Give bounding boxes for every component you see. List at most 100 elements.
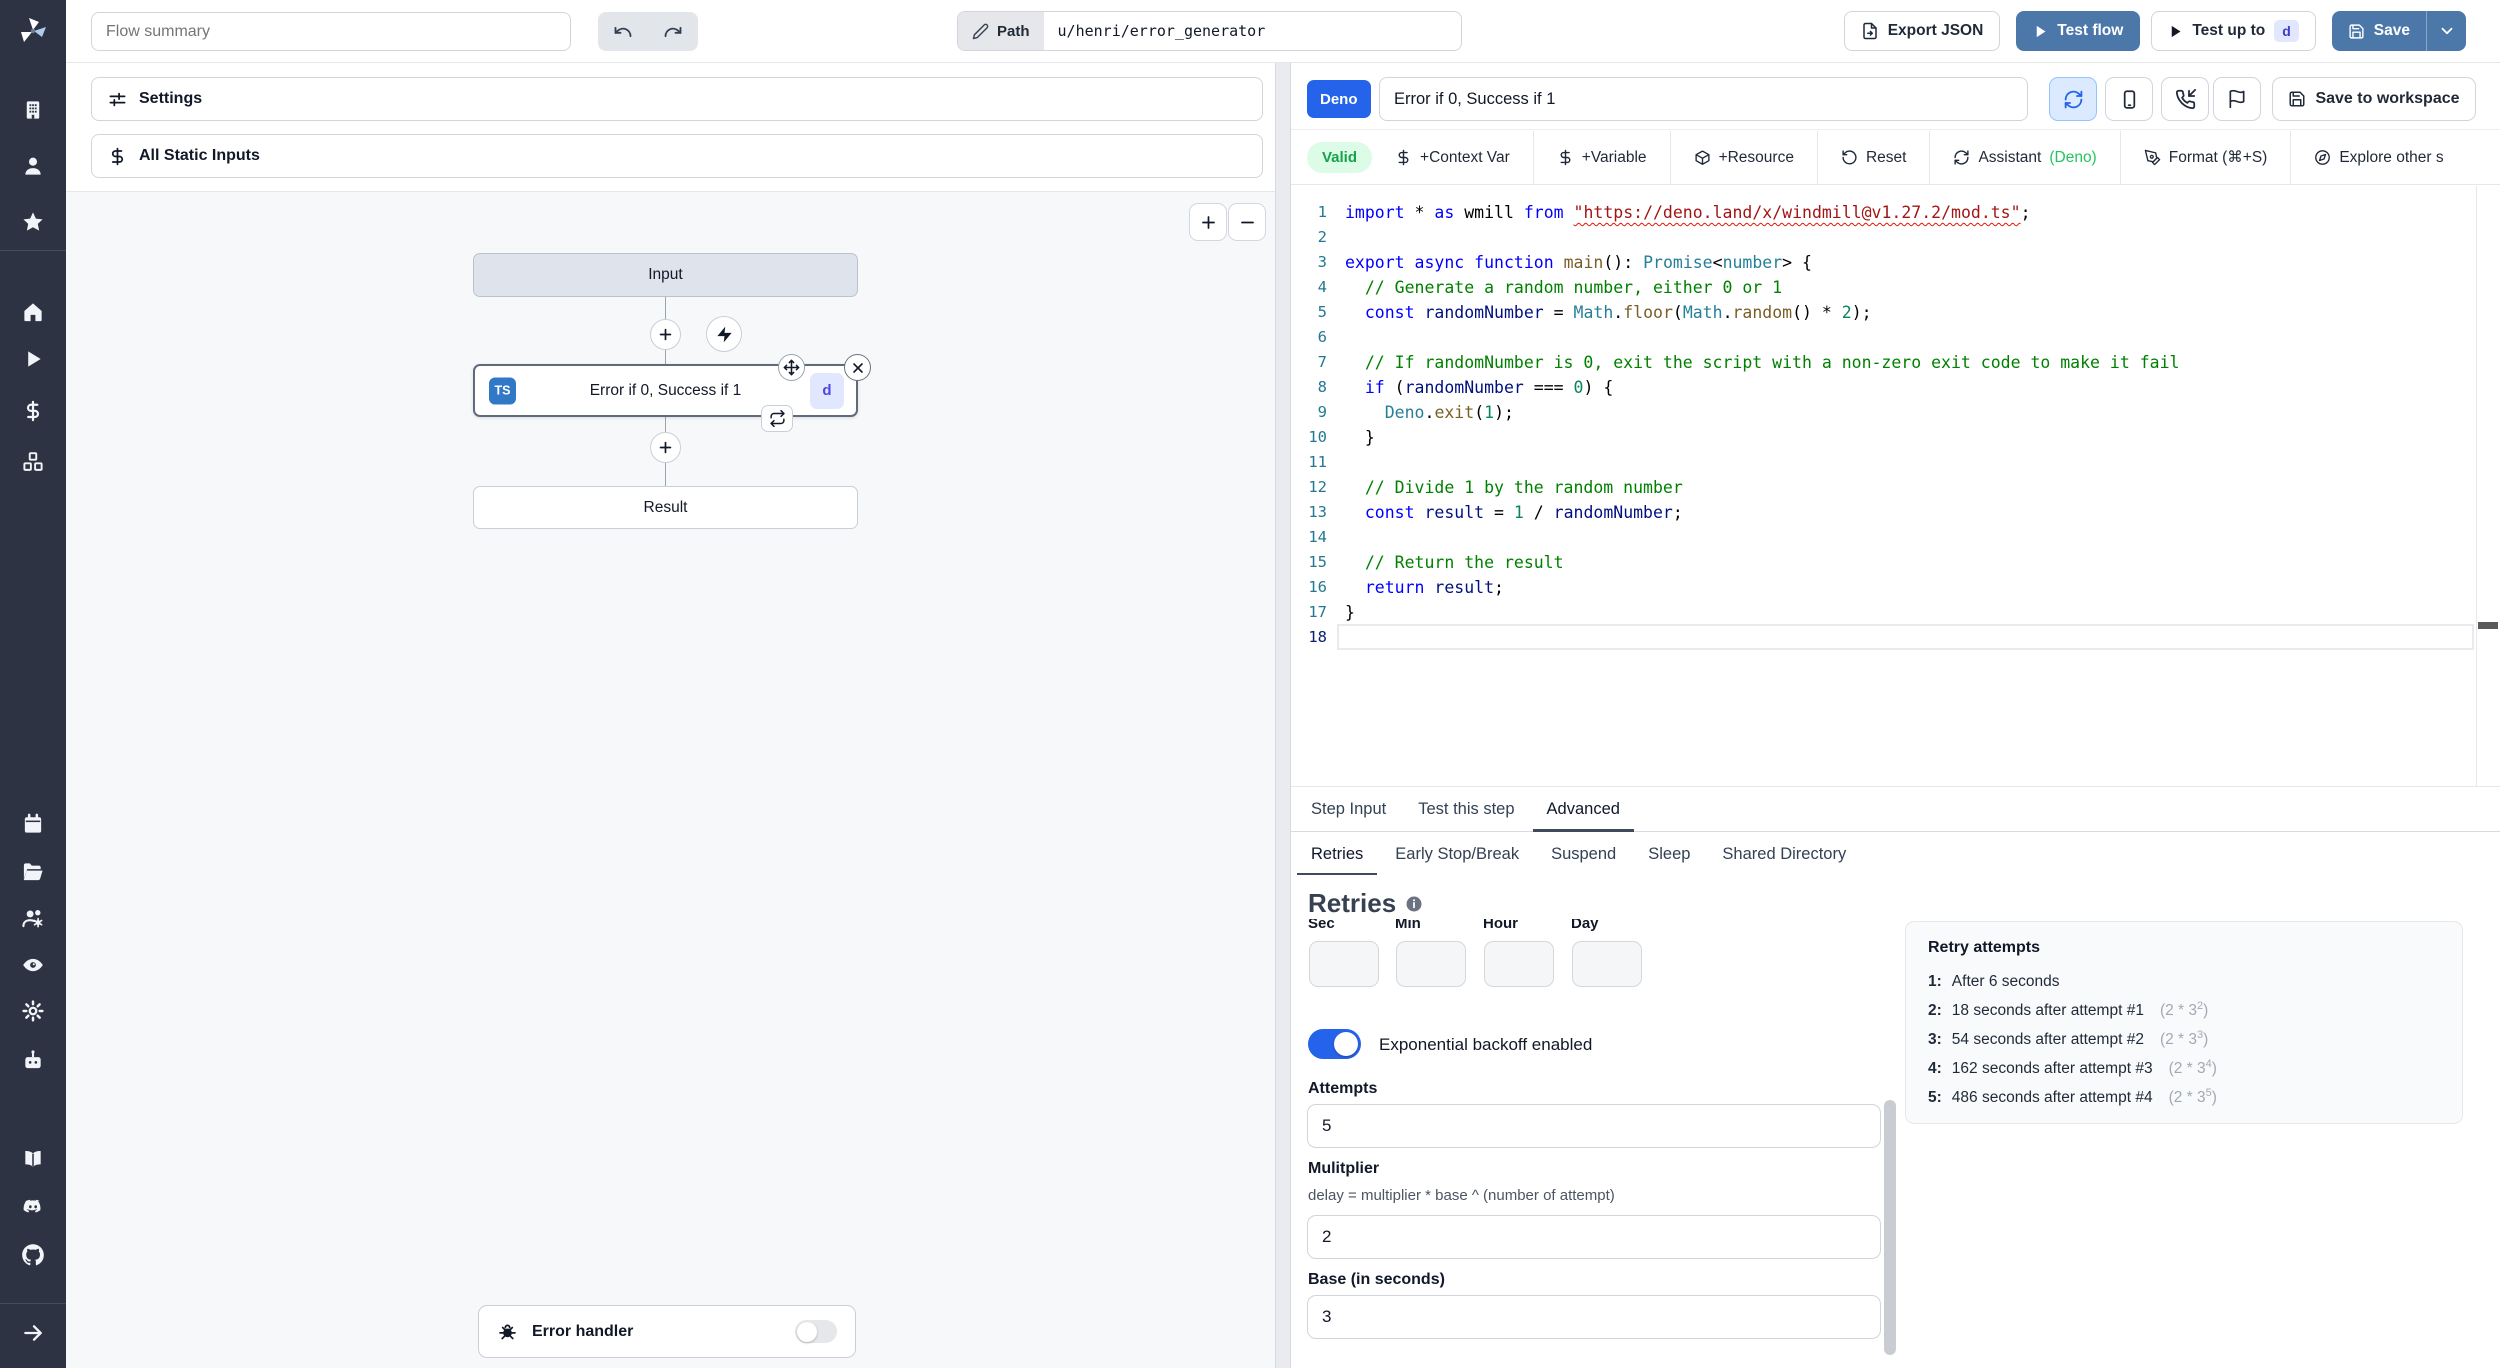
code-line-6[interactable]: 6	[1291, 325, 2476, 350]
eye-icon[interactable]	[22, 954, 45, 977]
gear-icon[interactable]	[22, 1000, 45, 1023]
tab-test-this-step[interactable]: Test this step	[1418, 799, 1515, 818]
test-flow-button[interactable]: Test flow	[2016, 11, 2141, 51]
smartphone-icon	[2123, 89, 2135, 109]
export-json-button[interactable]: Export JSON	[1843, 11, 2001, 51]
panel-resize-handle[interactable]	[1275, 63, 1291, 1368]
folder-open-icon[interactable]	[22, 861, 45, 884]
zoom-in-button[interactable]	[1189, 203, 1227, 241]
calendar-icon[interactable]	[22, 813, 45, 836]
code-line-16[interactable]: 16 return result;	[1291, 575, 2476, 600]
flow-summary-input[interactable]	[91, 12, 571, 51]
delete-step-button[interactable]	[844, 354, 871, 381]
retry-sec-input[interactable]	[1309, 941, 1379, 987]
bot-icon[interactable]	[22, 1049, 45, 1072]
flow-canvas[interactable]: Input TS Error if 0, Success if 1 d	[66, 191, 1275, 1368]
flow-result-node[interactable]: Result	[473, 486, 858, 529]
star-icon[interactable]	[22, 211, 45, 234]
code-line-9[interactable]: 9 Deno.exit(1);	[1291, 400, 2476, 425]
dollar-icon[interactable]	[22, 400, 45, 423]
code-line-13[interactable]: 13 const result = 1 / randomNumber;	[1291, 500, 2476, 525]
line-content: export async function main(): Promise<nu…	[1345, 253, 1812, 272]
flag-button[interactable]	[2213, 77, 2261, 121]
move-step-button[interactable]	[778, 354, 805, 381]
subtab-retries[interactable]: Retries	[1295, 833, 1379, 876]
redo-button[interactable]	[663, 22, 683, 42]
info-icon[interactable]	[1405, 895, 1423, 913]
tab-advanced[interactable]: Advanced	[1531, 787, 1636, 832]
code-line-7[interactable]: 7 // If randomNumber is 0, exit the scri…	[1291, 350, 2476, 375]
toolbar--resource-button[interactable]: +Resource	[1671, 149, 1817, 167]
windmill-logo-icon[interactable]	[17, 14, 49, 46]
subtab-shared-directory[interactable]: Shared Directory	[1722, 844, 1847, 863]
toolbar-reset-button[interactable]: Reset	[1818, 149, 1930, 167]
tab-step-input[interactable]: Step Input	[1311, 799, 1387, 818]
step-name-input[interactable]	[1379, 77, 2028, 121]
insert-step-button[interactable]	[650, 319, 681, 350]
code-line-11[interactable]: 11	[1291, 450, 2476, 475]
retry-indicator-button[interactable]	[761, 405, 793, 432]
subtab-early-stop-break[interactable]: Early Stop/Break	[1395, 844, 1520, 863]
all-static-inputs-row[interactable]: All Static Inputs	[91, 134, 1263, 178]
undo-button[interactable]	[613, 22, 633, 42]
flow-settings-row[interactable]: Settings	[91, 77, 1263, 121]
subtab-suspend[interactable]: Suspend	[1551, 844, 1617, 863]
toolbar--context-var-button[interactable]: +Context Var	[1372, 149, 1533, 167]
play-icon[interactable]	[22, 348, 45, 371]
retries-toggle-button[interactable]	[2049, 77, 2097, 121]
github-icon[interactable]	[22, 1244, 45, 1267]
building-icon[interactable]	[22, 99, 45, 122]
webhook-call-button[interactable]	[2161, 77, 2209, 121]
base-label: Base (in seconds)	[1308, 1271, 1445, 1288]
error-handler-toggle[interactable]	[795, 1320, 837, 1343]
toolbar--variable-button[interactable]: +Variable	[1534, 149, 1670, 167]
code-line-8[interactable]: 8 if (randomNumber === 0) {	[1291, 375, 2476, 400]
form-scrollbar[interactable]	[1884, 1100, 1896, 1355]
book-open-icon[interactable]	[22, 1148, 45, 1171]
test-up-to-button[interactable]: Test up to d	[2151, 11, 2316, 51]
code-line-12[interactable]: 12 // Divide 1 by the random number	[1291, 475, 2476, 500]
insert-step-button[interactable]	[650, 432, 681, 463]
code-line-18[interactable]: 18	[1291, 624, 2476, 650]
arrow-right-icon[interactable]	[22, 1322, 45, 1345]
code-line-14[interactable]: 14	[1291, 525, 2476, 550]
exponential-backoff-toggle[interactable]	[1308, 1029, 1361, 1059]
attempts-input[interactable]	[1307, 1104, 1881, 1148]
code-line-5[interactable]: 5 const randomNumber = Math.floor(Math.r…	[1291, 300, 2476, 325]
retry-min-input[interactable]	[1396, 941, 1466, 987]
code-line-10[interactable]: 10 }	[1291, 425, 2476, 450]
save-button[interactable]: Save	[2331, 11, 2426, 51]
flow-input-node[interactable]: Input	[473, 253, 858, 297]
editor-header: Deno Save to workspace	[1291, 63, 2500, 130]
code-line-15[interactable]: 15 // Return the result	[1291, 550, 2476, 575]
retry-day-input[interactable]	[1572, 941, 1642, 987]
save-dropdown-button[interactable]	[2426, 11, 2466, 51]
users-cog-icon[interactable]	[22, 907, 45, 930]
zoom-out-button[interactable]	[1228, 203, 1266, 241]
toolbar-explore-other-s-button[interactable]: Explore other s	[2291, 149, 2466, 167]
toolbar-divider	[1532, 131, 1534, 184]
time-label-day: Day	[1571, 919, 1599, 932]
line-number: 11	[1308, 453, 1327, 471]
trigger-zap-button[interactable]	[706, 316, 742, 352]
mobile-view-button[interactable]	[2105, 77, 2153, 121]
code-line-2[interactable]: 2	[1291, 225, 2476, 250]
save-to-workspace-button[interactable]: Save to workspace	[2272, 77, 2476, 121]
boxes-icon[interactable]	[22, 451, 45, 474]
toolbar-format----s--button[interactable]: Format (⌘+S)	[2121, 148, 2291, 167]
toolbar-divider	[1816, 131, 1818, 184]
home-icon[interactable]	[22, 301, 45, 324]
user-icon[interactable]	[22, 155, 45, 178]
path-field[interactable]: Path u/henri/error_generator	[957, 11, 1462, 51]
multiplier-input[interactable]	[1307, 1215, 1881, 1259]
discord-icon[interactable]	[22, 1196, 45, 1219]
code-line-17[interactable]: 17}	[1291, 600, 2476, 625]
code-line-4[interactable]: 4 // Generate a random number, either 0 …	[1291, 275, 2476, 300]
retry-hour-input[interactable]	[1484, 941, 1554, 987]
subtab-sleep[interactable]: Sleep	[1648, 844, 1691, 863]
toolbar-assistant--button[interactable]: Assistant (Deno)	[1930, 149, 2119, 167]
base-input[interactable]	[1307, 1295, 1881, 1339]
